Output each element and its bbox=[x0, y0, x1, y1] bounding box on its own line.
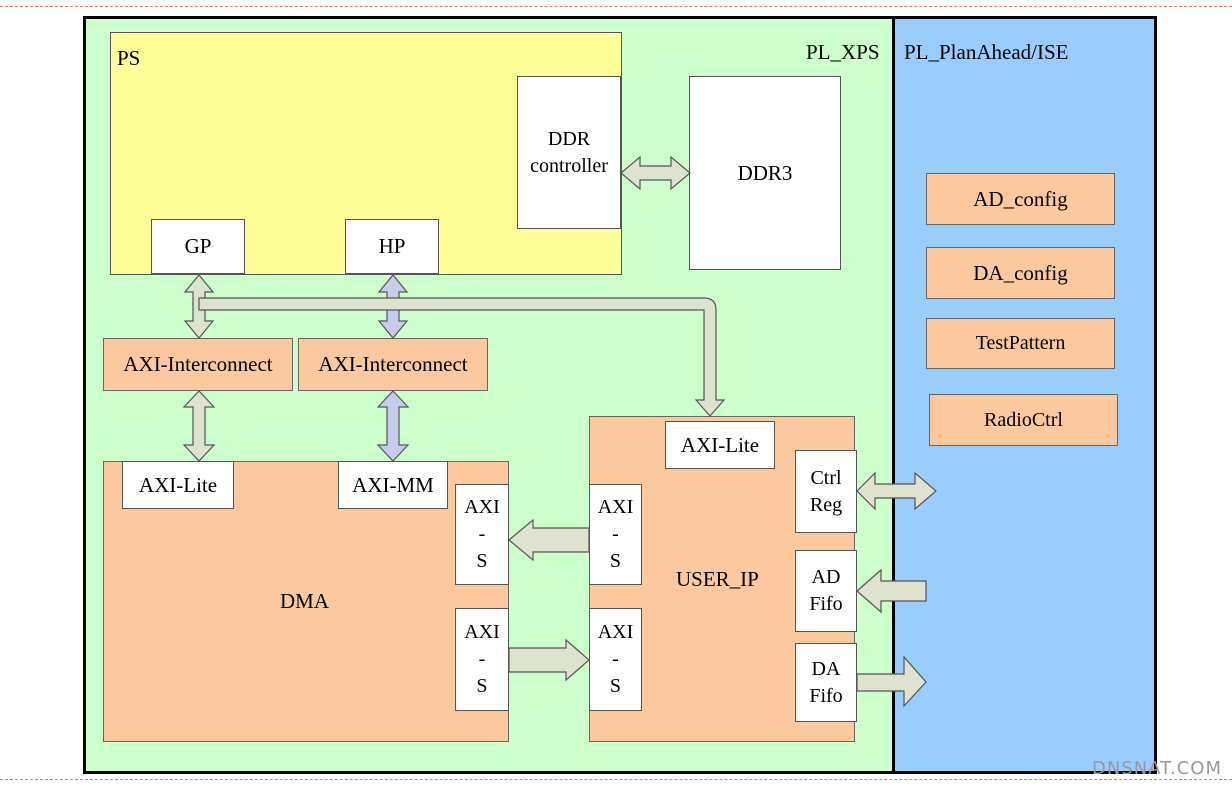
axi-interconnect-hp-block: AXI-Interconnect bbox=[298, 338, 488, 391]
ps-label: PS bbox=[117, 46, 141, 70]
top-dashed-border bbox=[0, 6, 1232, 7]
ad-config-block: AD_config bbox=[926, 173, 1115, 225]
ddr3-block: DDR3 bbox=[689, 76, 841, 270]
ctrl-reg-bidirectional-arrow bbox=[856, 471, 937, 511]
watermark: DNSNAT.COM bbox=[1092, 758, 1222, 779]
dma-axi-lite-port: AXI-Lite bbox=[122, 461, 234, 509]
ad-fifo-input-arrow bbox=[856, 568, 927, 614]
test-pattern-block: TestPattern bbox=[926, 318, 1115, 369]
dma-to-user-ip-stream-arrow bbox=[508, 638, 590, 682]
da-config-block: DA_config bbox=[926, 247, 1115, 299]
gp-to-user-ip-axi-lite-bus bbox=[198, 297, 726, 417]
interconnect-dma-axi-lite-arrow bbox=[182, 390, 216, 462]
user-ip-to-dma-stream-arrow bbox=[508, 518, 590, 562]
pl-planahead-label: PL_PlanAhead/ISE bbox=[904, 40, 1069, 64]
ad-fifo-block: AD Fifo bbox=[795, 550, 857, 632]
gp-port-block: GP bbox=[151, 219, 245, 274]
ddr-controller-ddr3-arrow bbox=[620, 155, 691, 191]
hp-port-block: HP bbox=[345, 219, 439, 274]
user-ip-label: USER_IP bbox=[676, 567, 759, 591]
dma-label: DMA bbox=[280, 589, 330, 613]
radio-ctrl-block: RadioCtrl bbox=[929, 394, 1118, 446]
ctrl-reg-block: Ctrl Reg bbox=[795, 450, 857, 533]
user-ip-axi-s-in-port: AXI - S bbox=[589, 608, 642, 711]
da-fifo-output-arrow bbox=[856, 655, 927, 708]
ddr-controller-block: DDR controller bbox=[517, 76, 621, 229]
axi-interconnect-gp-block: AXI-Interconnect bbox=[103, 338, 293, 391]
dma-axi-s-out-port: AXI - S bbox=[455, 484, 509, 585]
interconnect-dma-axi-mm-arrow bbox=[376, 390, 410, 462]
dma-axi-s-in-port: AXI - S bbox=[455, 608, 509, 711]
pl-xps-label: PL_XPS bbox=[806, 40, 880, 64]
user-ip-axi-s-out-port: AXI - S bbox=[589, 484, 642, 585]
bottom-dashed-border bbox=[0, 779, 1232, 780]
user-ip-axi-lite-port: AXI-Lite bbox=[665, 421, 775, 469]
